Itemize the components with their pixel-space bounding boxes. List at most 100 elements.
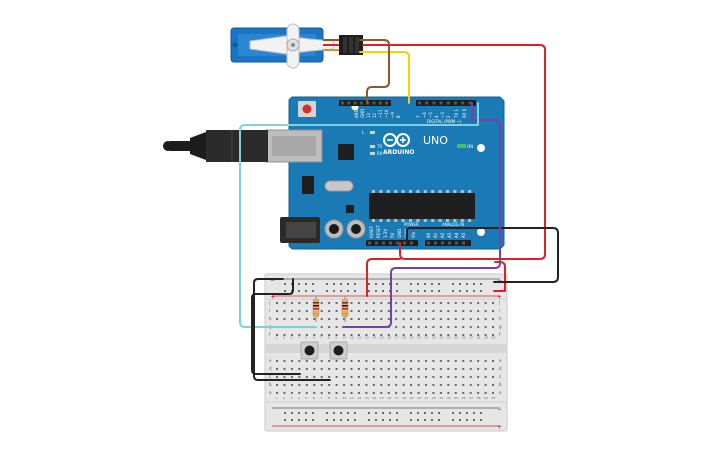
breadboard-hole[interactable] [410, 360, 413, 362]
breadboard-hole[interactable] [425, 334, 427, 336]
breadboard-hole[interactable] [350, 360, 353, 362]
rail-hole[interactable] [368, 412, 370, 414]
rail-hole[interactable] [480, 412, 482, 414]
reset-button-cap[interactable] [302, 104, 312, 114]
rail-hole[interactable] [284, 419, 286, 421]
breadboard-hole[interactable] [417, 392, 420, 394]
header-socket[interactable] [462, 241, 465, 245]
breadboard-hole[interactable] [343, 376, 346, 378]
breadboard-hole[interactable] [439, 384, 442, 386]
rail-hole[interactable] [291, 419, 293, 421]
rail-hole[interactable] [396, 290, 398, 292]
breadboard-hole[interactable] [320, 392, 323, 394]
breadboard-hole[interactable] [454, 334, 457, 336]
breadboard-hole[interactable] [432, 310, 435, 312]
rail-hole[interactable] [298, 283, 300, 285]
rail-hole[interactable] [382, 283, 384, 285]
breadboard-hole[interactable] [425, 360, 427, 362]
breadboard-hole[interactable] [484, 334, 487, 336]
breadboard-hole[interactable] [298, 310, 301, 312]
rail-hole[interactable] [312, 283, 314, 285]
breadboard-hole[interactable] [380, 376, 383, 378]
rail-hole[interactable] [284, 283, 286, 285]
breadboard-hole[interactable] [484, 302, 487, 304]
wire-red-rail[interactable] [366, 258, 401, 297]
header-socket[interactable] [455, 241, 458, 245]
breadboard-hole[interactable] [469, 360, 472, 362]
rail-hole[interactable] [354, 290, 356, 292]
rail-hole[interactable] [333, 419, 335, 421]
header-socket[interactable] [372, 101, 376, 105]
breadboard-hole[interactable] [402, 326, 405, 328]
breadboard-hole[interactable] [357, 310, 360, 312]
breadboard-hole[interactable] [447, 392, 450, 394]
rail-hole[interactable] [298, 419, 300, 421]
breadboard-hole[interactable] [454, 310, 457, 312]
breadboard-hole[interactable] [402, 334, 405, 336]
rail-hole[interactable] [438, 290, 440, 292]
breadboard-hole[interactable] [328, 360, 331, 362]
breadboard-hole[interactable] [290, 334, 293, 336]
rail-hole[interactable] [354, 419, 356, 421]
breadboard-hole[interactable] [432, 326, 435, 328]
breadboard-hole[interactable] [469, 368, 472, 370]
breadboard-hole[interactable] [402, 360, 405, 362]
breadboard-hole[interactable] [439, 326, 442, 328]
breadboard-hole[interactable] [328, 384, 331, 386]
breadboard-hole[interactable] [447, 334, 450, 336]
breadboard-hole[interactable] [276, 334, 278, 336]
breadboard-hole[interactable] [439, 368, 442, 370]
breadboard-hole[interactable] [417, 326, 420, 328]
breadboard-hole[interactable] [298, 334, 301, 336]
rail-hole[interactable] [347, 283, 349, 285]
breadboard-hole[interactable] [462, 376, 465, 378]
breadboard-hole[interactable] [395, 384, 398, 386]
header-socket[interactable] [418, 101, 421, 105]
pushbutton-cap[interactable] [333, 345, 344, 356]
breadboard-hole[interactable] [425, 302, 427, 304]
breadboard-hole[interactable] [484, 392, 487, 394]
breadboard-hole[interactable] [283, 384, 286, 386]
breadboard-hole[interactable] [417, 368, 420, 370]
breadboard-hole[interactable] [305, 310, 308, 312]
breadboard-hole[interactable] [335, 310, 338, 312]
breadboard-hole[interactable] [484, 326, 487, 328]
breadboard-hole[interactable] [305, 384, 308, 386]
rail-hole[interactable] [480, 419, 482, 421]
pushbutton[interactable] [300, 341, 319, 360]
header-socket[interactable] [341, 101, 344, 105]
rail-hole[interactable] [480, 283, 482, 285]
rail-hole[interactable] [396, 412, 398, 414]
breadboard-hole[interactable] [432, 360, 435, 362]
breadboard-hole[interactable] [335, 334, 338, 336]
rail-hole[interactable] [396, 283, 398, 285]
rail-hole[interactable] [354, 283, 356, 285]
rail-hole[interactable] [466, 290, 468, 292]
breadboard-hole[interactable] [410, 376, 413, 378]
breadboard-hole[interactable] [328, 376, 331, 378]
rail-hole[interactable] [333, 412, 335, 414]
breadboard-hole[interactable] [447, 318, 450, 320]
breadboard-hole[interactable] [492, 302, 495, 304]
breadboard-hole[interactable] [477, 392, 480, 394]
rail-hole[interactable] [410, 290, 412, 292]
breadboard-hole[interactable] [380, 310, 383, 312]
breadboard-hole[interactable] [410, 318, 413, 320]
breadboard-hole[interactable] [417, 310, 420, 312]
breadboard-hole[interactable] [447, 384, 450, 386]
breadboard-hole[interactable] [276, 302, 278, 304]
rail-hole[interactable] [340, 290, 342, 292]
breadboard-hole[interactable] [454, 376, 457, 378]
breadboard-hole[interactable] [395, 302, 398, 304]
breadboard-hole[interactable] [410, 392, 413, 394]
breadboard-hole[interactable] [469, 334, 472, 336]
arduino-uno[interactable]: L TX RX ON ARDUINO UNO AREF GND 13 12 ~1… [265, 96, 505, 250]
breadboard-hole[interactable] [298, 392, 301, 394]
breadboard-hole[interactable] [350, 318, 353, 320]
breadboard-hole[interactable] [283, 360, 286, 362]
breadboard-hole[interactable] [276, 392, 278, 394]
rail-hole[interactable] [305, 412, 307, 414]
rail-hole[interactable] [424, 283, 426, 285]
rail-hole[interactable] [466, 283, 468, 285]
